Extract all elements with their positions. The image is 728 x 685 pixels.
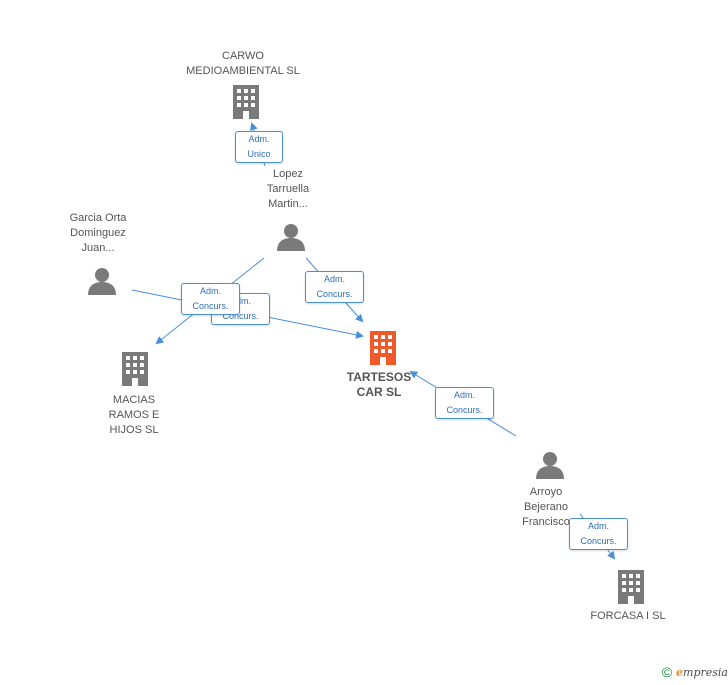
- node-label-carwo[interactable]: CARWO MEDIOAMBIENTAL SL: [186, 50, 300, 77]
- edge-label-lopez-tartesos: Adm. Concurs.: [305, 271, 364, 303]
- person-icon[interactable]: [535, 450, 565, 480]
- node-label-lopez[interactable]: Lopez Tarruella Martin...: [266, 168, 310, 210]
- edge-label-lopez-carwo: Adm. Unico: [235, 131, 283, 163]
- building-icon[interactable]: [368, 331, 398, 365]
- empresia-logo[interactable]: empresia: [676, 666, 728, 679]
- person-icon[interactable]: [276, 222, 306, 252]
- node-label-arroyo[interactable]: Arroyo Bejerano Francisco: [522, 486, 570, 528]
- building-icon[interactable]: [231, 85, 261, 119]
- building-icon[interactable]: [120, 352, 150, 386]
- node-label-garcia[interactable]: Garcia Orta Dominguez Juan...: [69, 212, 127, 254]
- copyright-icon: ©: [661, 664, 673, 680]
- person-icon[interactable]: [87, 266, 117, 296]
- node-label-tartesos[interactable]: TARTESOS CAR SL: [346, 370, 412, 399]
- node-label-macias[interactable]: MACIAS RAMOS E HIJOS SL: [108, 394, 160, 436]
- node-label-forcasa[interactable]: FORCASA I SL: [590, 610, 666, 622]
- footer-brand: ©empresia: [662, 664, 728, 680]
- building-icon[interactable]: [616, 570, 646, 604]
- edge-label-arroyo-forcasa: Adm. Concurs.: [569, 518, 628, 550]
- edge-label-arroyo-tartesos: Adm. Concurs.: [435, 387, 494, 419]
- edge-label-garcia-tartesos: Adm. Concurs.: [181, 283, 240, 315]
